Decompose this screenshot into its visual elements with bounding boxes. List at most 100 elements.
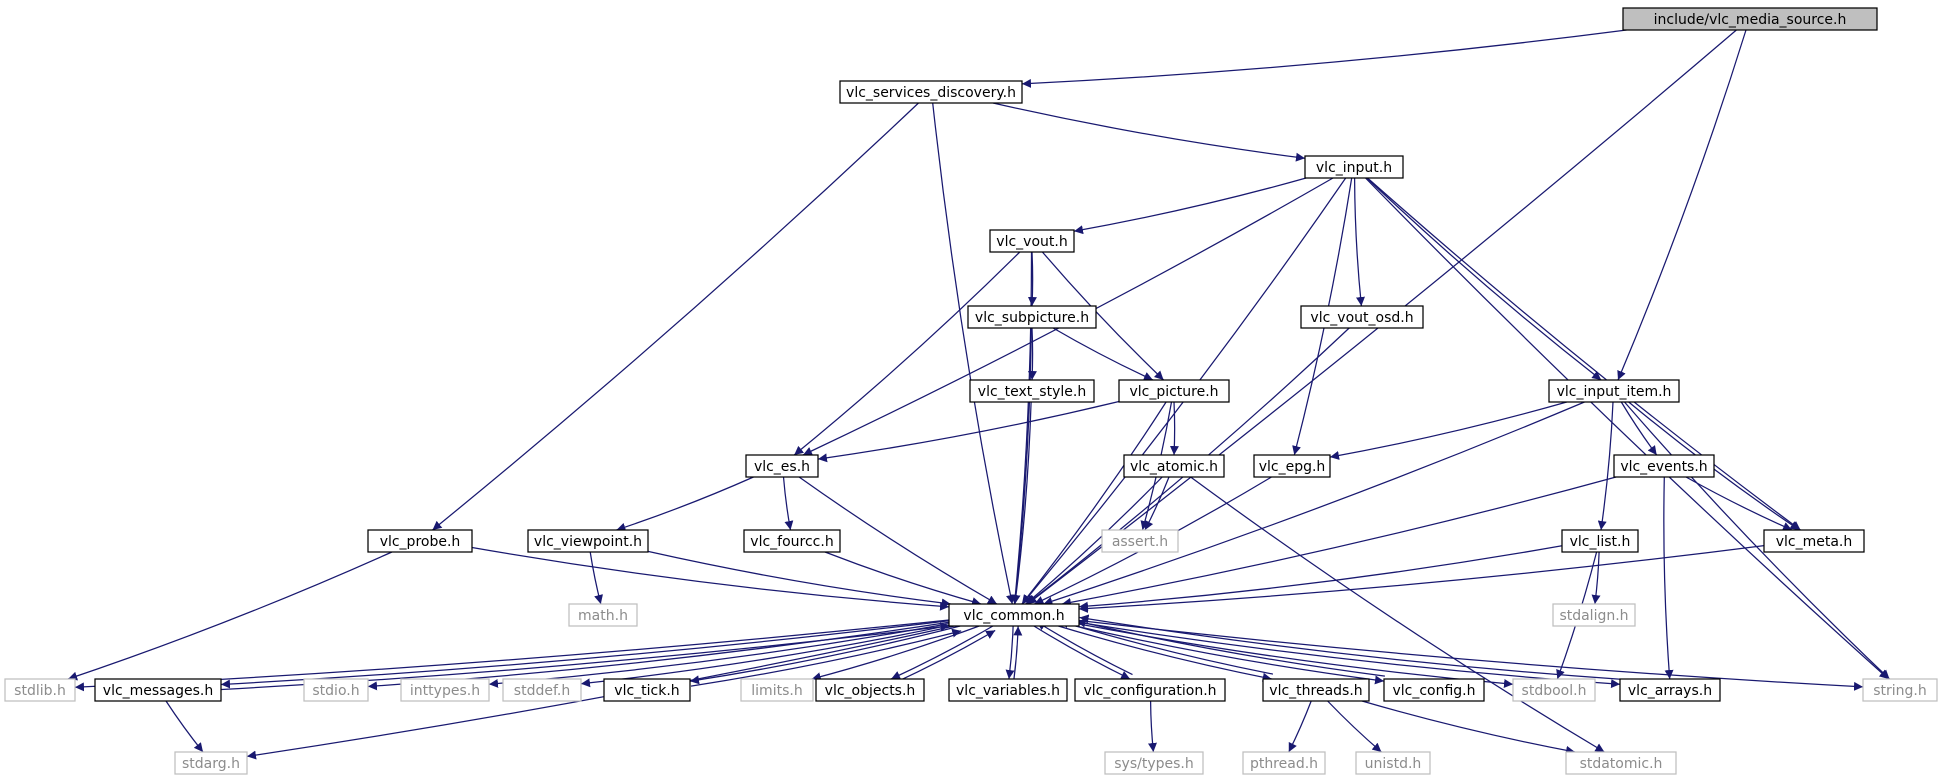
edge-common-to-stddef bbox=[580, 624, 950, 688]
node-events[interactable]: vlc_events.h bbox=[1613, 454, 1715, 478]
node-pthread: pthread.h bbox=[1242, 751, 1326, 775]
edge-media_source-to-input_item bbox=[1617, 29, 1747, 381]
edge-input-to-vout bbox=[1073, 177, 1307, 235]
node-epg[interactable]: vlc_epg.h bbox=[1253, 454, 1331, 478]
node-text-style[interactable]: vlc_text_style.h bbox=[969, 379, 1095, 403]
node-box bbox=[1123, 454, 1225, 478]
node-picture[interactable]: vlc_picture.h bbox=[1118, 379, 1230, 403]
node-label: vlc_common.h bbox=[963, 608, 1064, 624]
edge-list-to-common bbox=[1078, 545, 1563, 611]
node-tick[interactable]: vlc_tick.h bbox=[603, 678, 691, 702]
node-label: vlc_text_style.h bbox=[978, 384, 1086, 400]
node-label: string.h bbox=[1873, 683, 1927, 699]
node-label: inttypes.h bbox=[410, 683, 480, 699]
node-box bbox=[1104, 751, 1204, 775]
node-label: vlc_es.h bbox=[754, 459, 810, 475]
node-label: vlc_configuration.h bbox=[1083, 683, 1216, 699]
node-messages[interactable]: vlc_messages.h bbox=[94, 678, 222, 702]
node-atomic[interactable]: vlc_atomic.h bbox=[1123, 454, 1225, 478]
node-label: vlc_picture.h bbox=[1129, 384, 1218, 400]
edge-common-to-arrays bbox=[1078, 621, 1621, 689]
node-label: vlc_variables.h bbox=[956, 683, 1060, 699]
node-services-discovery[interactable]: vlc_services_discovery.h bbox=[839, 80, 1023, 104]
node-label: vlc_viewpoint.h bbox=[534, 534, 642, 550]
edge-common-to-tick bbox=[689, 625, 961, 685]
node-input[interactable]: vlc_input.h bbox=[1304, 155, 1404, 179]
node-stddef: stddef.h bbox=[502, 678, 582, 702]
node-stdatomic: stdatomic.h bbox=[1565, 751, 1677, 775]
node-box bbox=[1383, 678, 1485, 702]
node-label: vlc_epg.h bbox=[1259, 459, 1326, 475]
node-threads[interactable]: vlc_threads.h bbox=[1262, 678, 1370, 702]
node-box bbox=[4, 678, 76, 702]
node-viewpoint[interactable]: vlc_viewpoint.h bbox=[527, 529, 649, 553]
edge-input_item-to-events bbox=[1620, 401, 1658, 456]
node-box bbox=[1619, 678, 1721, 702]
node-box bbox=[1118, 379, 1230, 403]
node-box bbox=[527, 529, 649, 553]
node-input-item[interactable]: vlc_input_item.h bbox=[1548, 379, 1680, 403]
node-objects[interactable]: vlc_objects.h bbox=[815, 678, 925, 702]
node-label: vlc_services_discovery.h bbox=[846, 85, 1016, 101]
node-label: math.h bbox=[578, 608, 628, 624]
node-box bbox=[743, 529, 841, 553]
node-media-source[interactable]: include/vlc_media_source.h bbox=[1622, 7, 1878, 31]
node-box bbox=[367, 529, 473, 553]
node-vout-osd[interactable]: vlc_vout_osd.h bbox=[1300, 305, 1424, 329]
node-box bbox=[400, 678, 490, 702]
node-label: limits.h bbox=[751, 683, 802, 699]
node-stdarg: stdarg.h bbox=[174, 751, 248, 775]
edge-input_item-to-string bbox=[1624, 401, 1890, 680]
node-list[interactable]: vlc_list.h bbox=[1561, 529, 1639, 553]
node-box bbox=[948, 678, 1068, 702]
node-stdbool: stdbool.h bbox=[1512, 678, 1596, 702]
node-box bbox=[1512, 678, 1596, 702]
node-box bbox=[967, 305, 1097, 329]
node-stdio: stdio.h bbox=[303, 678, 369, 702]
edge-variables-to-common bbox=[1013, 626, 1023, 680]
edge-input-to-vout_osd bbox=[1353, 177, 1365, 307]
node-probe[interactable]: vlc_probe.h bbox=[367, 529, 473, 553]
edge-services_discovery-to-common bbox=[932, 102, 1015, 605]
node-es[interactable]: vlc_es.h bbox=[745, 454, 819, 478]
edge-vout-to-common bbox=[1010, 251, 1033, 605]
edge-vout-to-subpicture bbox=[1027, 251, 1037, 307]
node-configuration[interactable]: vlc_configuration.h bbox=[1074, 678, 1226, 702]
node-label: stdalign.h bbox=[1559, 608, 1628, 624]
edge-picture-to-atomic bbox=[1169, 401, 1179, 456]
edge-common-to-variables bbox=[1005, 625, 1015, 680]
node-label: vlc_config.h bbox=[1392, 683, 1475, 699]
node-variables[interactable]: vlc_variables.h bbox=[948, 678, 1068, 702]
edge-meta-to-common bbox=[1078, 544, 1765, 613]
node-label: stdbool.h bbox=[1522, 683, 1587, 699]
edge-threads-to-unistd bbox=[1327, 700, 1382, 753]
node-label: vlc_tick.h bbox=[614, 683, 679, 699]
edge-threads-to-stdatomic bbox=[1361, 700, 1576, 755]
node-label: vlc_input_item.h bbox=[1557, 384, 1672, 400]
node-box bbox=[1565, 751, 1677, 775]
edge-common-to-config bbox=[1075, 625, 1385, 685]
node-box bbox=[1101, 529, 1179, 553]
edge-threads-to-pthread bbox=[1288, 700, 1312, 753]
node-label: vlc_messages.h bbox=[103, 683, 213, 699]
node-label: vlc_vout.h bbox=[996, 234, 1067, 250]
node-arrays[interactable]: vlc_arrays.h bbox=[1619, 678, 1721, 702]
node-common[interactable]: vlc_common.h bbox=[948, 603, 1080, 627]
node-unistd: unistd.h bbox=[1355, 751, 1431, 775]
node-label: vlc_atomic.h bbox=[1130, 459, 1218, 475]
node-meta[interactable]: vlc_meta.h bbox=[1763, 529, 1865, 553]
node-subpicture[interactable]: vlc_subpicture.h bbox=[967, 305, 1097, 329]
edge-atomic-to-assert bbox=[1144, 476, 1170, 531]
node-config[interactable]: vlc_config.h bbox=[1383, 678, 1485, 702]
node-inttypes: inttypes.h bbox=[400, 678, 490, 702]
edge-subpicture-to-picture bbox=[1052, 327, 1154, 381]
node-label: unistd.h bbox=[1365, 756, 1422, 772]
node-label: stdatomic.h bbox=[1580, 756, 1663, 772]
node-fourcc[interactable]: vlc_fourcc.h bbox=[743, 529, 841, 553]
edge-input-to-string bbox=[1365, 177, 1889, 680]
node-math: math.h bbox=[568, 603, 638, 627]
node-vout[interactable]: vlc_vout.h bbox=[989, 229, 1075, 253]
node-box bbox=[969, 379, 1095, 403]
node-box bbox=[1300, 305, 1424, 329]
